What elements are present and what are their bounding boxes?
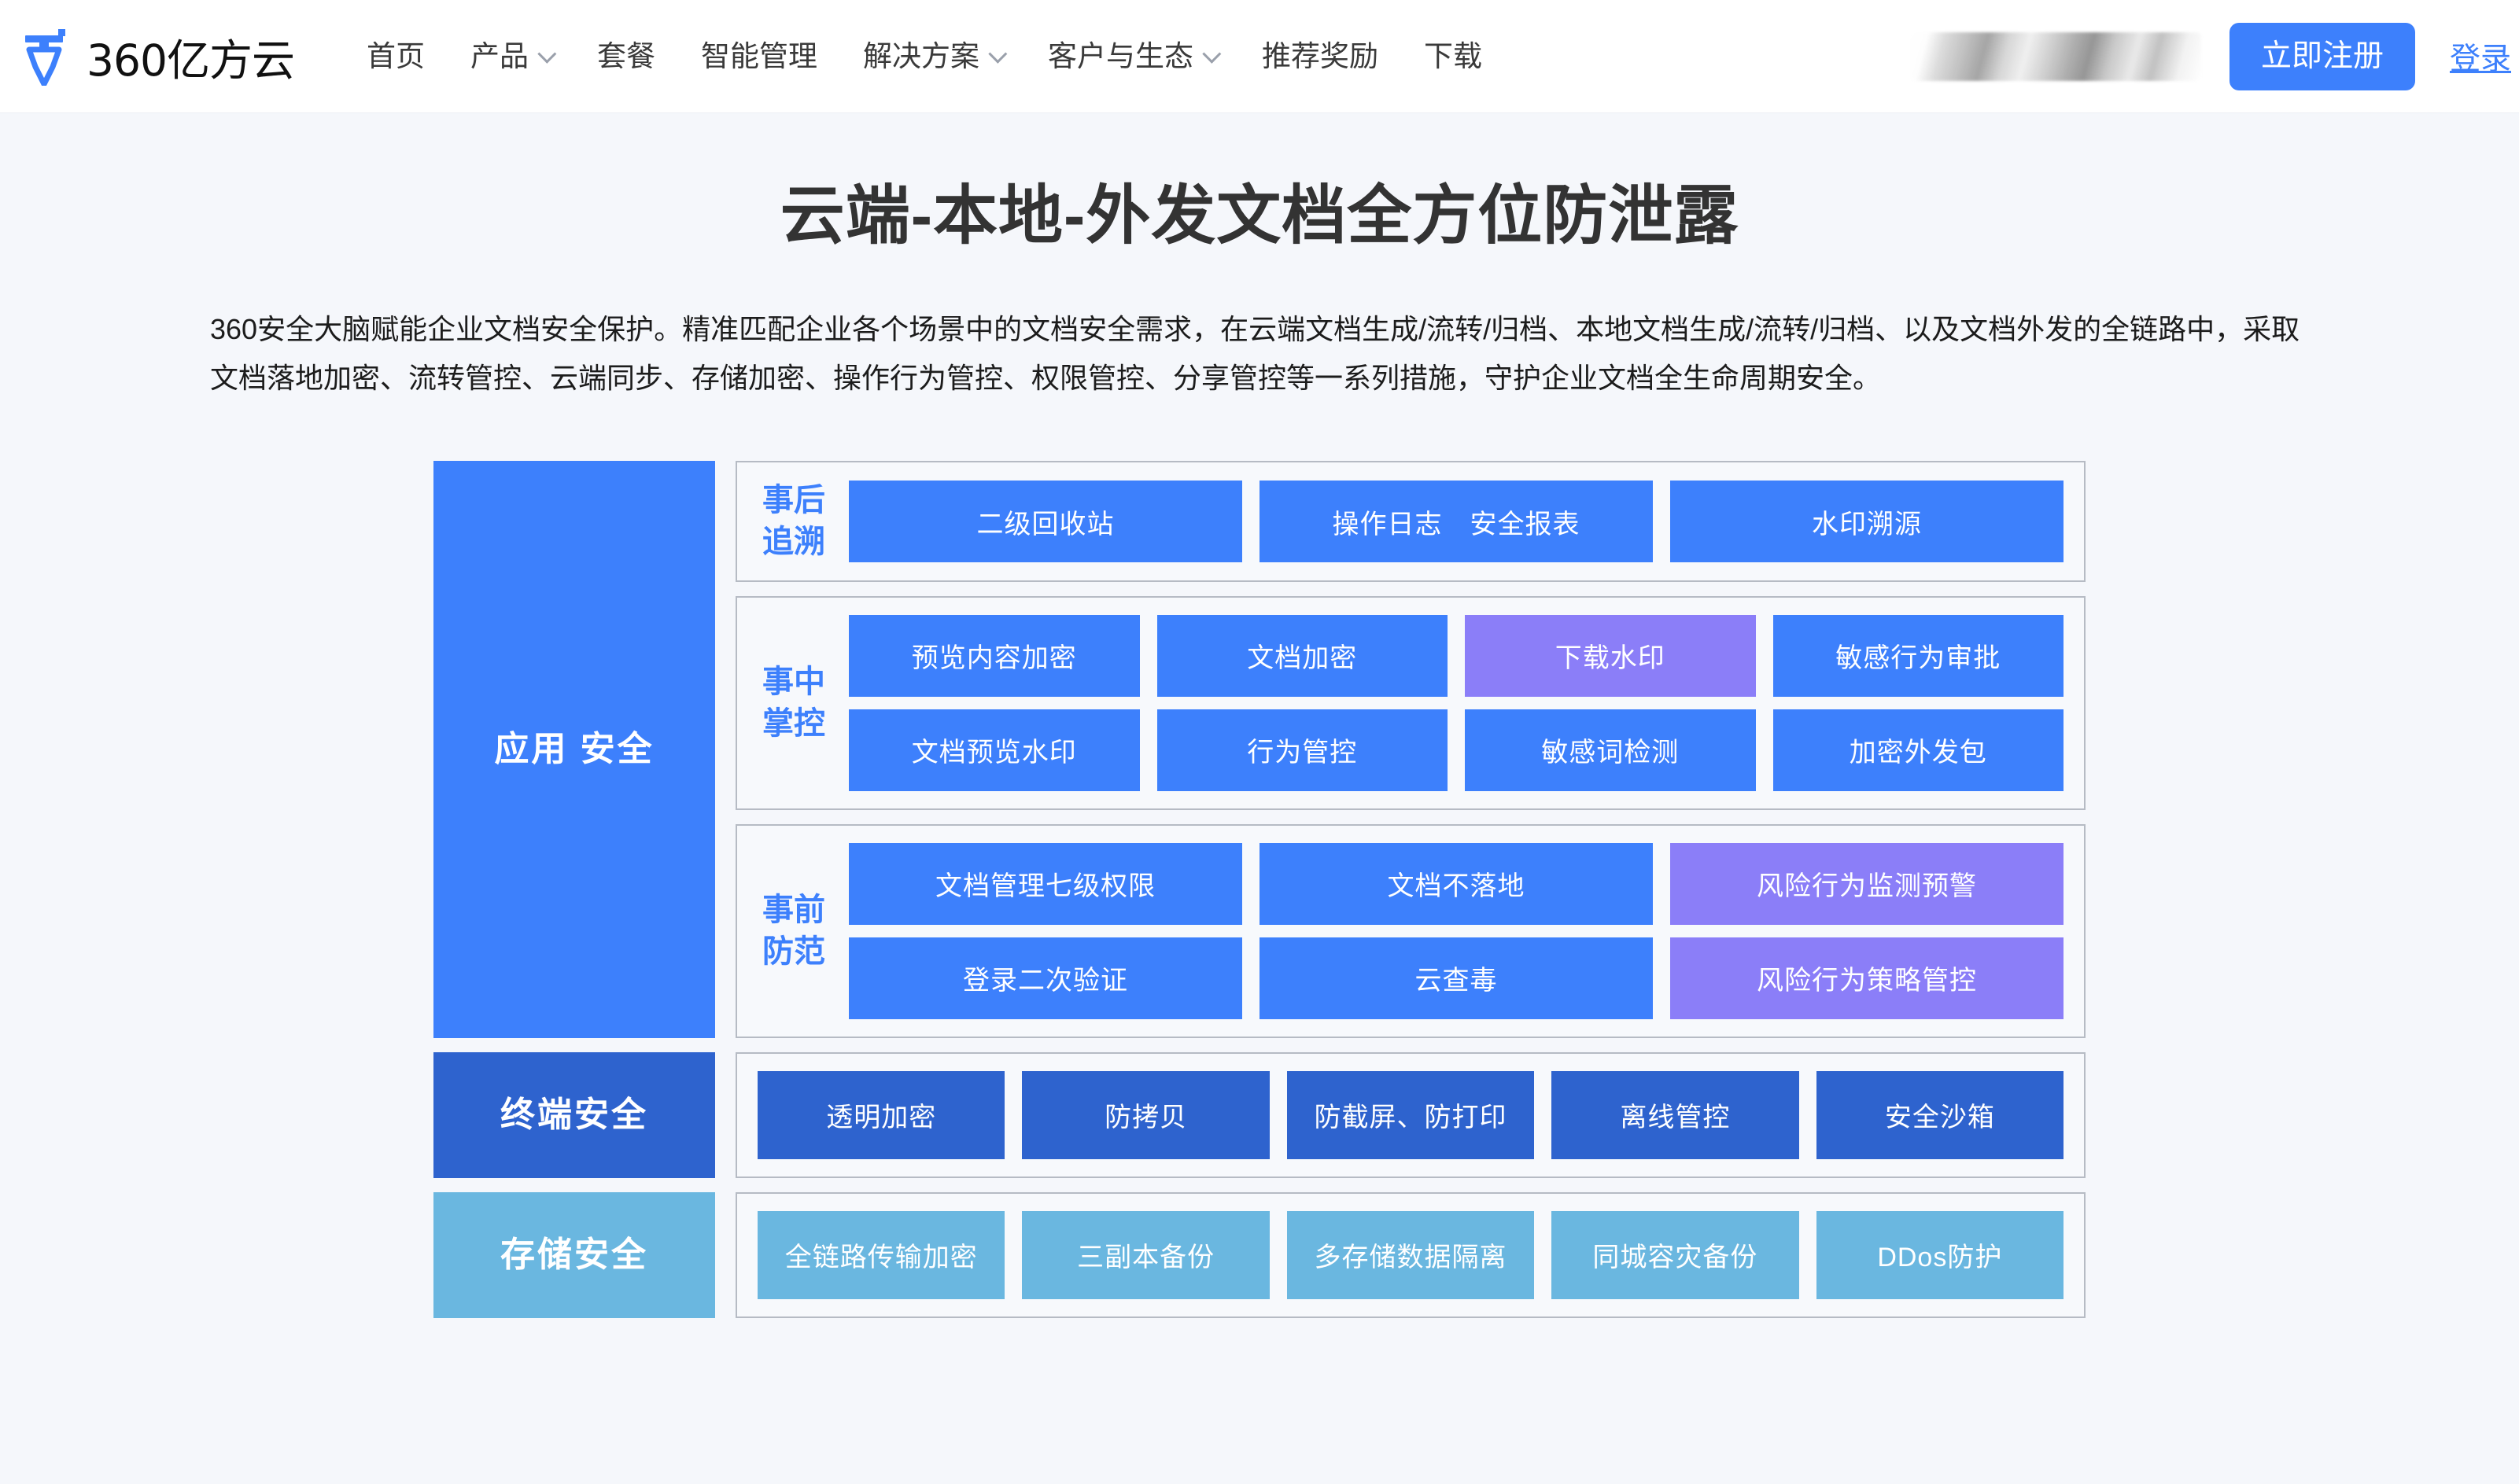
nav-label: 套餐 [596,40,655,72]
diagram-row-storage: 存储安全 全链路传输加密 三副本备份 多存储数据隔离 同城容灾备份 DDos防护 [433,1191,2086,1318]
tile-offline-control[interactable]: 离线管控 [1551,1070,1799,1159]
diagram-row-application: 应用 安全 事后 追溯 二级回收站 操作日志 安全报表 水印溯源 事中 [433,461,2086,1038]
tile-transparent-encryption[interactable]: 透明加密 [758,1070,1005,1159]
category-application-security: 应用 安全 [433,461,715,1038]
tile-row: 二级回收站 操作日志 安全报表 水印溯源 [849,481,2064,562]
register-button[interactable]: 立即注册 [2229,22,2415,90]
page-description: 360安全大脑赋能企业文档安全保护。精准匹配企业各个场景中的文档安全需求，在云端… [210,313,2300,395]
tile-cloud-antivirus[interactable]: 云查毒 [1260,937,1653,1019]
tile-multi-storage-data-isolation[interactable]: 多存储数据隔离 [1286,1210,1535,1299]
tile-same-city-disaster-backup[interactable]: 同城容灾备份 [1551,1210,1799,1299]
tile-row: 预览内容加密 文档加密 下载水印 敏感行为审批 [849,614,2064,697]
tile-download-watermark[interactable]: 下载水印 [1465,614,1756,697]
group-post-incident: 事后 追溯 二级回收站 操作日志 安全报表 水印溯源 [736,461,2086,582]
tile-operation-log-security-report[interactable]: 操作日志 安全报表 [1260,481,1653,562]
tile-security-sandbox[interactable]: 安全沙箱 [1816,1070,2064,1159]
nav-item-products[interactable]: 产品 [470,40,557,72]
chevron-down-icon [537,44,557,64]
nav-item-referral-rewards[interactable]: 推荐奖励 [1262,42,1378,71]
tile-seven-level-permission[interactable]: 文档管理七级权限 [849,842,1242,925]
tile-triple-replica-backup[interactable]: 三副本备份 [1022,1210,1270,1299]
tile-row: 文档预览水印 行为管控 敏感词检测 加密外发包 [849,709,2064,791]
nav-item-smart-management[interactable]: 智能管理 [701,42,817,71]
group-label-pre-incident: 事前 防范 [762,893,825,969]
nav-item-download[interactable]: 下载 [1424,42,1482,71]
group-tiles-post-incident: 二级回收站 操作日志 安全报表 水印溯源 [849,481,2064,562]
login-link[interactable]: 登录 [2449,42,2511,76]
logo[interactable]: 360亿方云 [24,25,295,88]
group-label-post-incident: 事后 追溯 [762,483,825,559]
group-label-in-incident: 事中 掌控 [762,665,825,741]
nav-item-customers-ecosystem[interactable]: 客户与生态 [1047,40,1222,72]
nav-label: 产品 [470,40,529,72]
tile-ddos-protection[interactable]: DDos防护 [1816,1210,2064,1299]
tile-anti-screenshot-print[interactable]: 防截屏、防打印 [1286,1070,1535,1159]
category-terminal-security: 终端安全 [433,1051,715,1178]
tile-secondary-recycle-bin[interactable]: 二级回收站 [849,481,1242,562]
security-architecture-diagram: 应用 安全 事后 追溯 二级回收站 操作日志 安全报表 水印溯源 事中 [433,461,2086,1318]
terminal-tiles: 透明加密 防拷贝 防截屏、防打印 离线管控 安全沙箱 [736,1051,2086,1178]
tile-anti-copy[interactable]: 防拷贝 [1022,1070,1270,1159]
group-tiles-pre-incident: 文档管理七级权限 文档不落地 风险行为监测预警 登录二次验证 云查毒 风险行为策… [849,842,2064,1019]
tile-watermark-tracing[interactable]: 水印溯源 [1670,481,2064,562]
nav-item-packages[interactable]: 套餐 [597,42,655,71]
nav-item-solutions[interactable]: 解决方案 [862,40,1008,72]
nav-label: 推荐奖励 [1261,40,1378,72]
chevron-down-icon [988,44,1008,64]
group-in-incident: 事中 掌控 预览内容加密 文档加密 下载水印 敏感行为审批 文档预览水印 行为管… [736,595,2086,810]
tile-behavior-control[interactable]: 行为管控 [1156,709,1448,791]
tile-document-preview-watermark[interactable]: 文档预览水印 [849,709,1140,791]
tile-sensitive-word-detection[interactable]: 敏感词检测 [1465,709,1756,791]
diagram-row-terminal: 终端安全 透明加密 防拷贝 防截屏、防打印 离线管控 安全沙箱 [433,1051,2086,1178]
page-content: 云端-本地-外发文档全方位防泄露 360安全大脑赋能企业文档安全保护。精准匹配企… [0,113,2519,1483]
nav-label: 智能管理 [700,40,817,72]
nav-item-home[interactable]: 首页 [367,42,425,71]
blurred-user-info [1909,31,2201,81]
tile-full-link-transfer-encryption[interactable]: 全链路传输加密 [758,1210,1005,1299]
nav-label: 下载 [1423,40,1482,72]
tile-risk-behavior-monitoring[interactable]: 风险行为监测预警 [1670,842,2064,925]
nav-label: 首页 [366,40,425,72]
group-tiles-in-incident: 预览内容加密 文档加密 下载水印 敏感行为审批 文档预览水印 行为管控 敏感词检… [849,614,2064,791]
tile-login-two-factor[interactable]: 登录二次验证 [849,937,1242,1019]
application-groups: 事后 追溯 二级回收站 操作日志 安全报表 水印溯源 事中 掌控 预 [736,461,2086,1038]
tile-document-encryption[interactable]: 文档加密 [1156,614,1448,697]
tile-encrypted-outbound-package[interactable]: 加密外发包 [1772,709,2064,791]
storage-tiles: 全链路传输加密 三副本备份 多存储数据隔离 同城容灾备份 DDos防护 [736,1191,2086,1318]
site-header: 360亿方云 首页 产品 套餐 智能管理 解决方案 客户与生态 推荐奖励 下载 [0,0,2519,113]
header-actions: 立即注册 登录 [1909,22,2519,90]
yifangyun-logo-icon [24,28,72,86]
category-storage-security: 存储安全 [433,1191,715,1318]
tile-risk-behavior-policy[interactable]: 风险行为策略管控 [1670,937,2064,1019]
nav-label: 解决方案 [862,40,979,72]
group-pre-incident: 事前 防范 文档管理七级权限 文档不落地 风险行为监测预警 登录二次验证 云查毒… [736,823,2086,1038]
tile-row: 登录二次验证 云查毒 风险行为策略管控 [849,937,2064,1019]
chevron-down-icon [1202,44,1222,64]
tile-no-local-document[interactable]: 文档不落地 [1260,842,1653,925]
main-nav: 首页 产品 套餐 智能管理 解决方案 客户与生态 推荐奖励 下载 [367,42,1910,71]
tile-preview-content-encryption[interactable]: 预览内容加密 [849,614,1140,697]
nav-label: 客户与生态 [1047,40,1193,72]
tile-sensitive-behavior-approval[interactable]: 敏感行为审批 [1772,614,2064,697]
page-title: 云端-本地-外发文档全方位防泄露 [780,180,1739,252]
logo-text: 360亿方云 [87,35,295,86]
tile-row: 文档管理七级权限 文档不落地 风险行为监测预警 [849,842,2064,925]
